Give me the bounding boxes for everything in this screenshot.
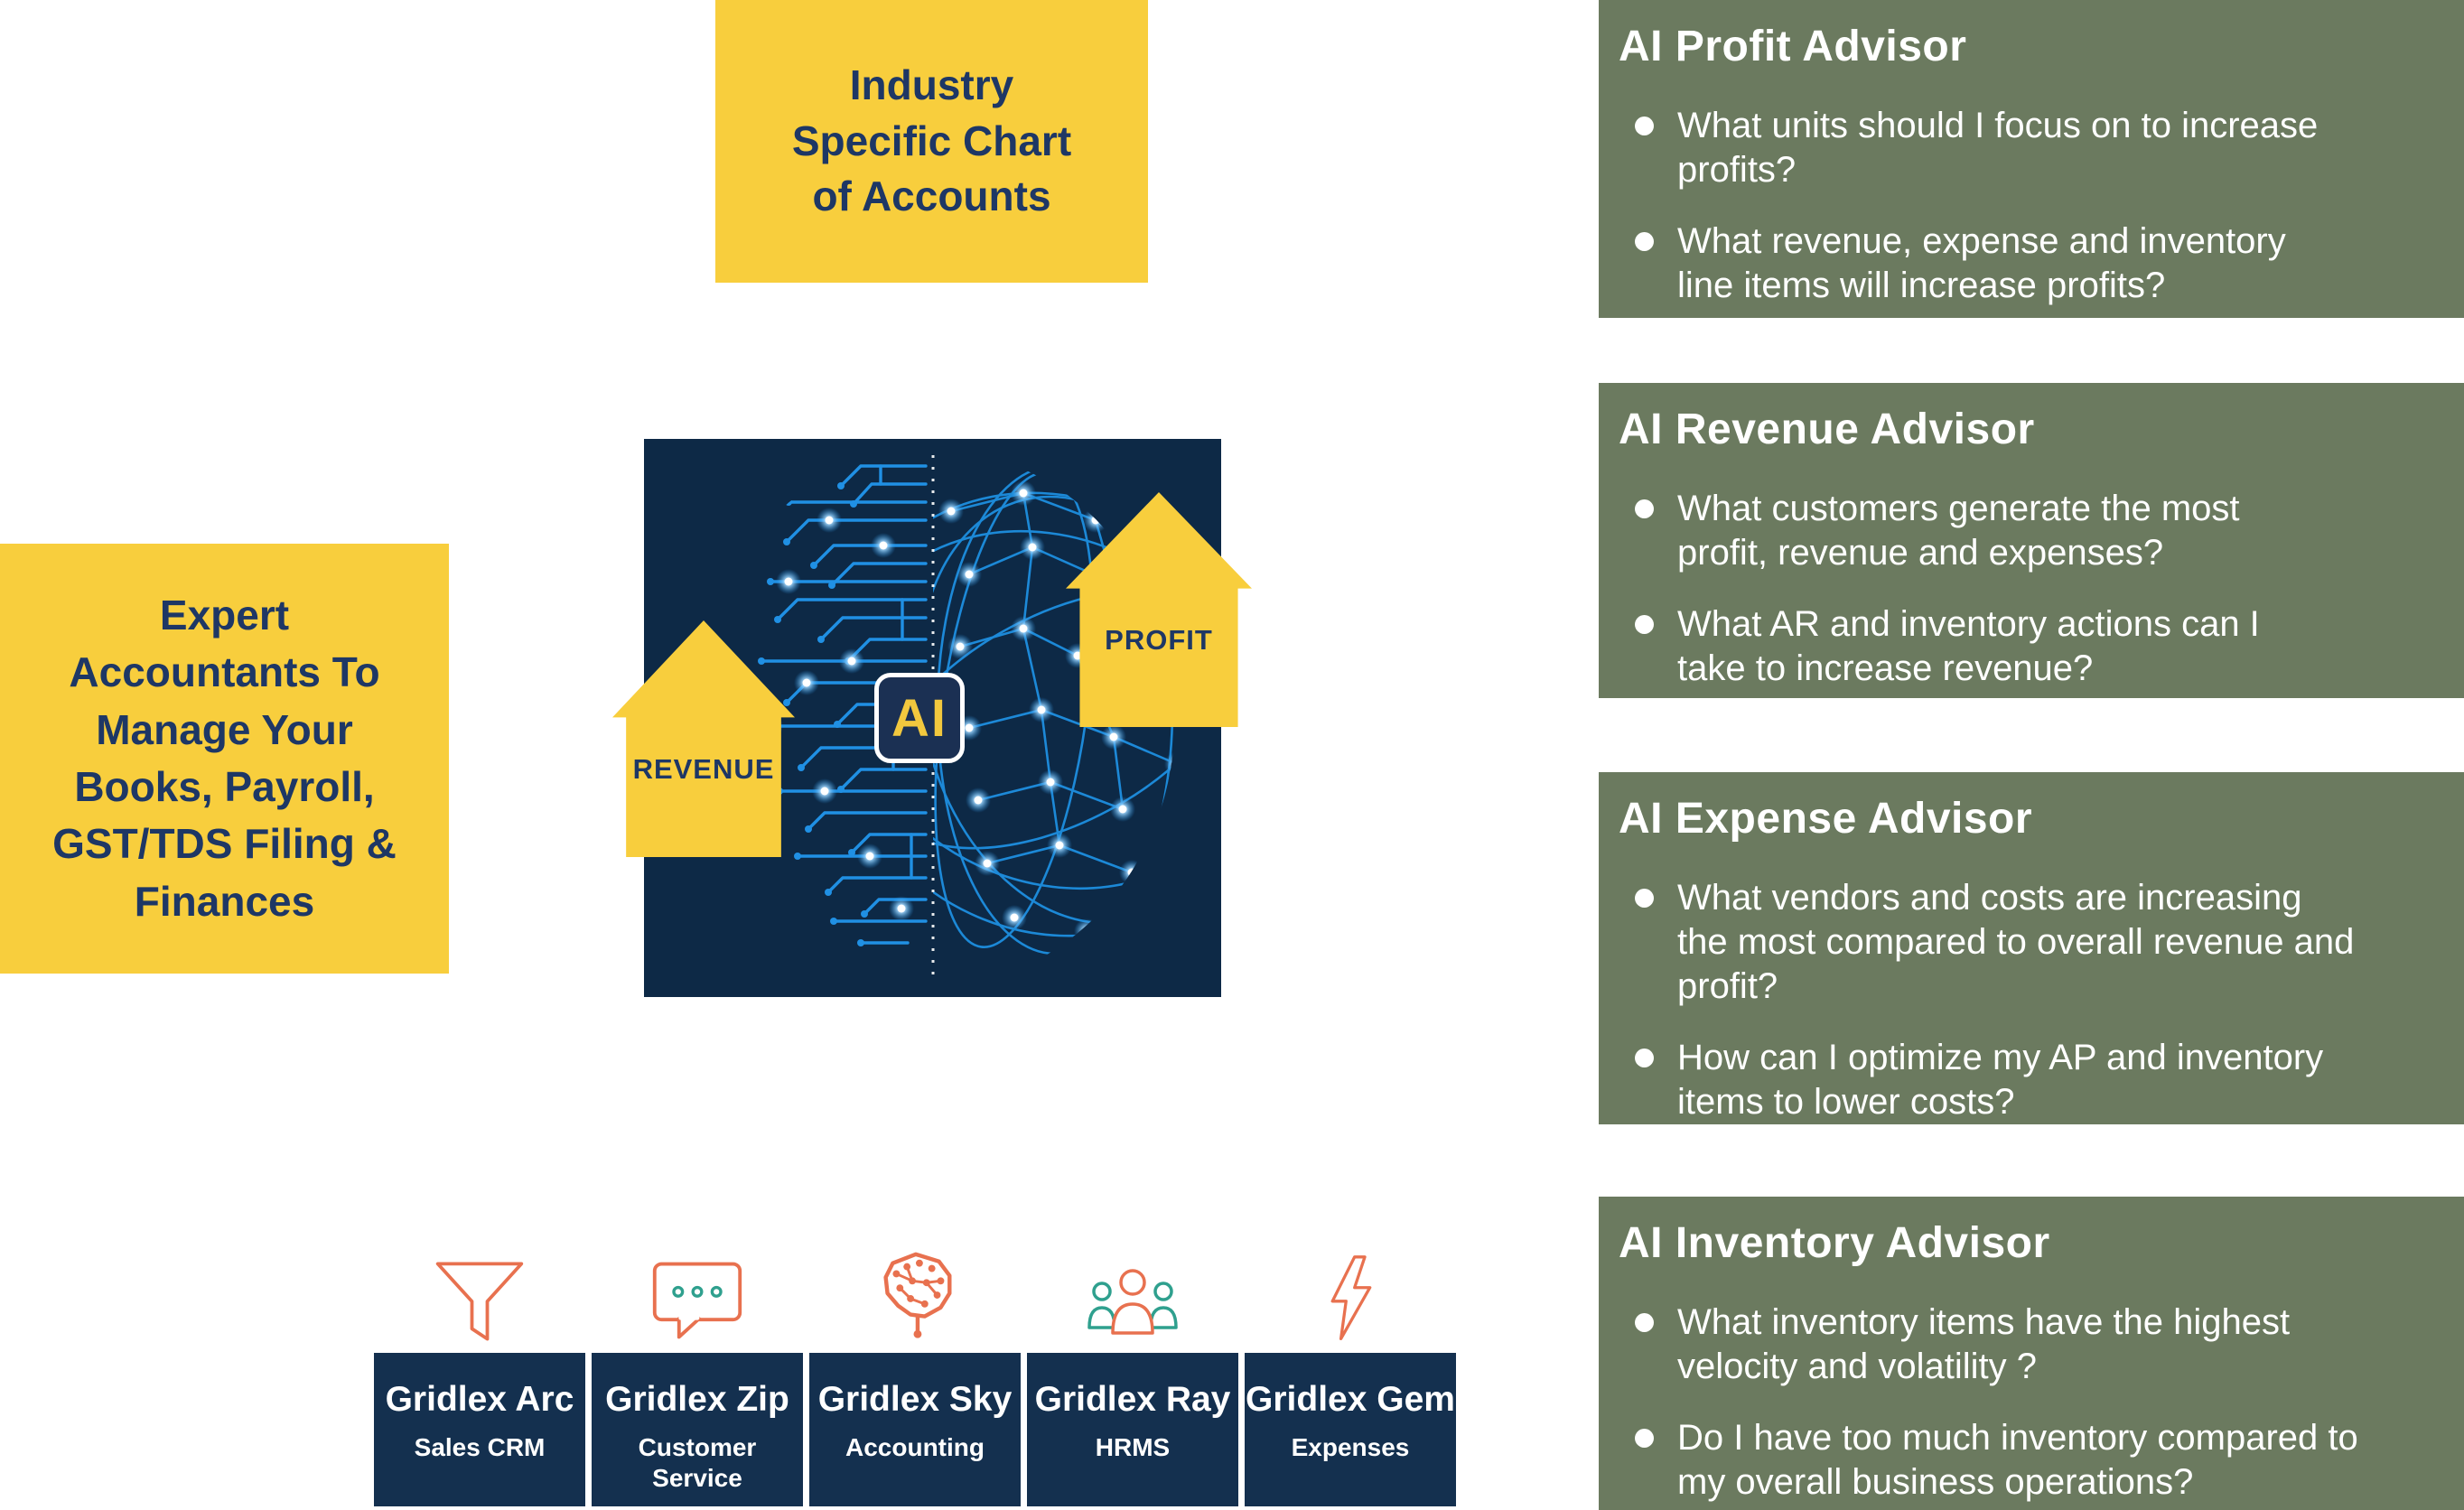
- advisor-title: AI Expense Advisor: [1619, 795, 2033, 843]
- revenue-arrow-label: REVENUE: [632, 752, 775, 785]
- advisor-bullet: What units should I focus on to increase…: [1619, 104, 2439, 192]
- bullet-dot-icon: [1635, 1049, 1654, 1067]
- advisor-bullet-text: How can I optimize my AP and inventory i…: [1677, 1038, 2324, 1122]
- chat-icon: [592, 1244, 803, 1346]
- product-card: Gridlex Sky Accounting: [809, 1353, 1021, 1506]
- bullet-dot-icon: [1635, 117, 1654, 135]
- advisor-bullet-text: What vendors and costs are increasing th…: [1677, 878, 2355, 1006]
- advisor-bullet-text: What inventory items have the highest ve…: [1677, 1302, 2291, 1386]
- advisor-card-expense: AI Expense Advisor What vendors and cost…: [1599, 772, 2464, 1124]
- advisor-title: AI Inventory Advisor: [1619, 1219, 2050, 1267]
- product-card: Gridlex Ray HRMS: [1027, 1353, 1238, 1506]
- advisor-bullet-text: What revenue, expense and inventory line…: [1677, 221, 2286, 305]
- lightning-icon: [1245, 1244, 1456, 1346]
- advisor-title: AI Profit Advisor: [1619, 23, 1967, 70]
- product-gridlex-arc: Gridlex Arc Sales CRM: [374, 1244, 585, 1506]
- product-name: Gridlex Sky: [817, 1380, 1013, 1419]
- product-subtitle: Sales CRM: [414, 1433, 546, 1461]
- product-gridlex-ray: Gridlex Ray HRMS: [1027, 1244, 1238, 1506]
- advisor-bullet: What vendors and costs are increasing th…: [1619, 876, 2439, 1009]
- product-name: Gridlex Zip: [605, 1380, 789, 1419]
- advisor-card-inventory: AI Inventory Advisor What inventory item…: [1599, 1197, 2464, 1510]
- expert-accountants-text: Expert Accountants To Manage Your Books,…: [52, 591, 397, 925]
- bullet-dot-icon: [1635, 889, 1654, 908]
- product-card: Gridlex Arc Sales CRM: [374, 1353, 585, 1506]
- product-card: Gridlex Gem Expenses: [1245, 1353, 1456, 1506]
- advisor-bullet: What inventory items have the highest ve…: [1619, 1300, 2439, 1389]
- advisor-card-profit: AI Profit Advisor What units should I fo…: [1599, 0, 2464, 318]
- bullet-dot-icon: [1635, 1313, 1654, 1332]
- advisor-title: AI Revenue Advisor: [1619, 405, 2035, 453]
- ai-badge: AI: [874, 673, 965, 763]
- advisor-bullet: What revenue, expense and inventory line…: [1619, 219, 2439, 308]
- product-subtitle: Expenses: [1291, 1433, 1410, 1461]
- product-gridlex-gem: Gridlex Gem Expenses: [1245, 1244, 1456, 1506]
- expert-accountants-banner: Expert Accountants To Manage Your Books,…: [0, 544, 449, 974]
- bullet-dot-icon: [1635, 615, 1654, 634]
- people-icon: [1027, 1244, 1238, 1346]
- product-name: Gridlex Ray: [1034, 1380, 1231, 1419]
- industry-coa-text: Industry Specific Chart of Accounts: [791, 61, 1072, 220]
- bullet-dot-icon: [1635, 499, 1654, 518]
- product-subtitle: Customer Service: [638, 1433, 757, 1492]
- advisor-bullet-text: What AR and inventory actions can I take…: [1677, 604, 2260, 688]
- profit-arrow-label: PROFIT: [1105, 623, 1213, 656]
- bullet-dot-icon: [1635, 1429, 1654, 1448]
- product-name: Gridlex Arc: [385, 1380, 574, 1419]
- product-name: Gridlex Gem: [1246, 1380, 1455, 1419]
- product-subtitle: HRMS: [1095, 1433, 1171, 1461]
- industry-coa-banner: Industry Specific Chart of Accounts: [715, 0, 1148, 283]
- advisor-card-revenue: AI Revenue Advisor What customers genera…: [1599, 383, 2464, 698]
- advisor-bullet: How can I optimize my AP and inventory i…: [1619, 1036, 2439, 1124]
- brain-circuit-icon: [809, 1244, 1021, 1346]
- product-gridlex-sky: Gridlex Sky Accounting: [809, 1244, 1021, 1506]
- advisor-bullet-text: What customers generate the most profit,…: [1677, 489, 2240, 573]
- ai-badge-label: AI: [891, 688, 947, 748]
- funnel-icon: [374, 1244, 585, 1346]
- advisor-bullet: What AR and inventory actions can I take…: [1619, 602, 2439, 691]
- product-gridlex-zip: Gridlex Zip Customer Service: [592, 1244, 803, 1506]
- advisor-bullet-text: Do I have too much inventory compared to…: [1677, 1418, 2358, 1502]
- bullet-dot-icon: [1635, 232, 1654, 251]
- advisor-bullet: What customers generate the most profit,…: [1619, 487, 2439, 575]
- advisor-bullet: Do I have too much inventory compared to…: [1619, 1416, 2439, 1505]
- product-subtitle: Accounting: [845, 1433, 985, 1461]
- product-card: Gridlex Zip Customer Service: [592, 1353, 803, 1506]
- advisor-bullet-text: What units should I focus on to increase…: [1677, 106, 2319, 190]
